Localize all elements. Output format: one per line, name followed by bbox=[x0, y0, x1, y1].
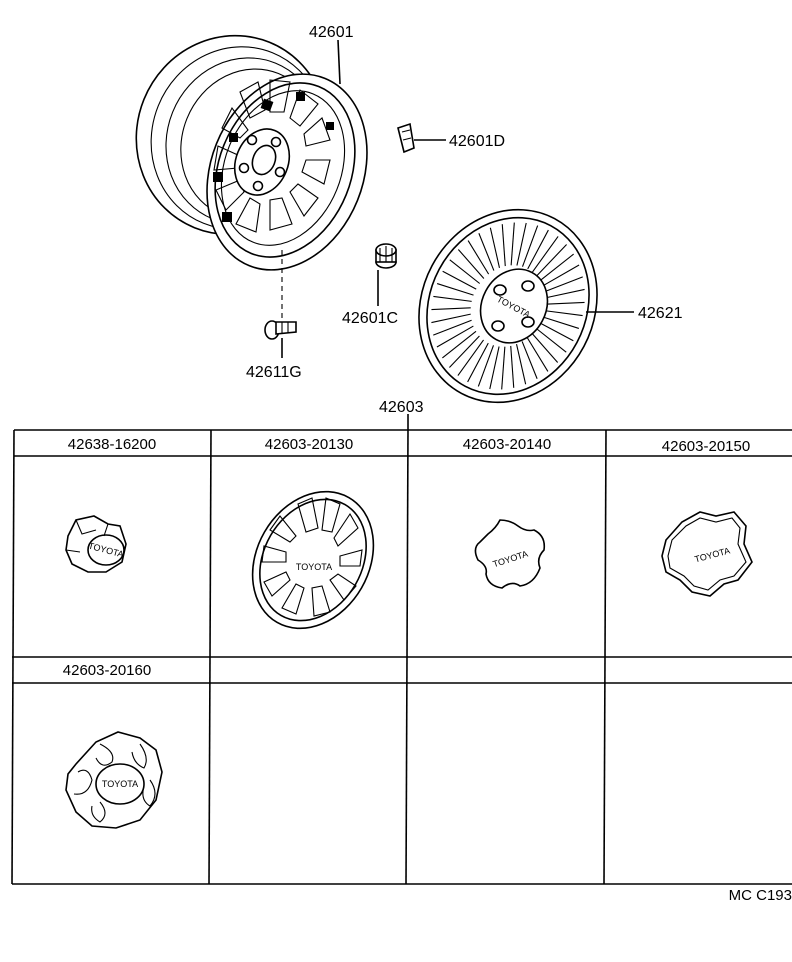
cover-fin bbox=[527, 229, 549, 270]
part-number-42603-20130: 42603-20130 bbox=[265, 436, 353, 453]
cover-fin bbox=[532, 236, 559, 273]
callout-42601C: 42601C bbox=[342, 310, 398, 327]
cover-fin bbox=[542, 264, 580, 287]
callout-42603: 42603 bbox=[379, 399, 424, 416]
cap-20160-brand: TOYOTA bbox=[102, 779, 138, 789]
cover-fin bbox=[510, 345, 515, 388]
cover-fin bbox=[542, 316, 580, 329]
cover-fin bbox=[436, 325, 474, 348]
cover-fin bbox=[544, 276, 583, 293]
cover-fin bbox=[489, 227, 501, 268]
callout-42601: 42601 bbox=[309, 24, 354, 41]
cover-fin bbox=[510, 222, 515, 266]
cover-fin bbox=[545, 301, 585, 305]
cover-fin bbox=[457, 249, 485, 279]
cover-fin bbox=[521, 341, 538, 379]
cover-fin bbox=[442, 330, 477, 359]
cover-fin bbox=[539, 322, 574, 342]
cover-fin bbox=[431, 307, 471, 311]
center-cap-20130-drawing: TOYOTA bbox=[251, 490, 375, 630]
cover-fin bbox=[539, 253, 574, 282]
cover-fin bbox=[433, 295, 472, 302]
part-number-42638-16200: 42638-16200 bbox=[68, 436, 156, 453]
parts-table-grid bbox=[11, 429, 792, 885]
cover-fin bbox=[516, 222, 527, 266]
center-cap-20160-drawing: TOYOTA bbox=[65, 731, 163, 829]
cover-fin bbox=[433, 319, 472, 336]
cover-fin bbox=[501, 224, 506, 267]
cover-fin bbox=[545, 288, 585, 299]
wheel-cover-drawing: TOYOTA bbox=[418, 208, 634, 404]
cover-fin bbox=[467, 240, 490, 275]
cover-fin bbox=[501, 346, 506, 390]
center-cap-20150-drawing: TOYOTA bbox=[661, 511, 753, 597]
cover-fin bbox=[544, 310, 583, 317]
cover-fin bbox=[431, 313, 471, 324]
cover-fin bbox=[531, 333, 559, 363]
part-number-42603-20140: 42603-20140 bbox=[463, 436, 551, 453]
center-cap-20140-drawing: TOYOTA bbox=[474, 519, 546, 589]
cover-fin bbox=[457, 339, 484, 376]
cover-fin bbox=[449, 335, 480, 368]
callout-42611G: 42611G bbox=[246, 364, 302, 381]
cover-fin bbox=[442, 270, 477, 290]
cover-fin bbox=[535, 328, 567, 353]
wheel-drawing bbox=[135, 34, 368, 271]
cover-fin bbox=[521, 225, 539, 267]
center-cap-16200-drawing: TOYOTA bbox=[65, 515, 127, 573]
cover-fin bbox=[478, 233, 495, 271]
cover-fin bbox=[536, 244, 567, 277]
cover-fin bbox=[526, 337, 549, 372]
balance-clip-drawing bbox=[397, 122, 446, 154]
part-number-42603-20150: 42603-20150 bbox=[662, 438, 750, 455]
diagram-code: MC C193 bbox=[729, 887, 792, 904]
callout-42601D: 42601D bbox=[449, 133, 505, 150]
cover-fin bbox=[477, 345, 495, 387]
cover-fin bbox=[515, 344, 527, 385]
cover-fin bbox=[436, 283, 474, 296]
cover-fin bbox=[489, 346, 500, 390]
valve-drawing bbox=[375, 243, 397, 306]
hub-bolt-drawing bbox=[264, 250, 297, 358]
part-number-42603-20160: 42603-20160 bbox=[63, 662, 151, 679]
cover-fin bbox=[467, 342, 489, 383]
cap-20130-brand: TOYOTA bbox=[296, 562, 332, 572]
cover-fin bbox=[449, 259, 481, 284]
callout-42621: 42621 bbox=[638, 305, 683, 322]
